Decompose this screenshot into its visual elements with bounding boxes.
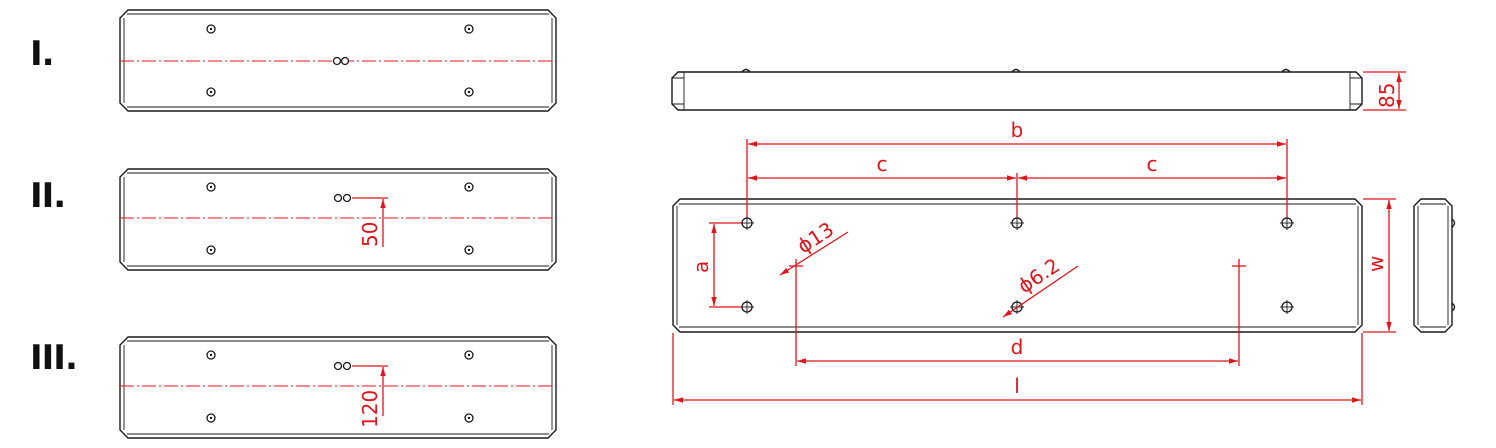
variant-label-1: I. [30, 34, 55, 74]
small-hole-diameter-label: ϕ6.2 [1013, 253, 1064, 298]
mounting-hole [740, 216, 754, 230]
offset-dimension-label: 120 [358, 390, 382, 428]
cable-hole [342, 361, 352, 371]
side-view-outline [671, 71, 1363, 111]
variant-label-3: III. [30, 338, 78, 378]
offset-dimension-label: 50 [358, 222, 382, 247]
large-hole-leader [779, 231, 849, 276]
end-view-bevel [1417, 203, 1449, 328]
cable-hole [333, 193, 343, 203]
end-view-bolt-heads [1451, 218, 1456, 312]
variant-2-panel: 50 [119, 168, 558, 271]
mounting-hole [1010, 216, 1024, 230]
variant-1-panel [119, 9, 558, 112]
panel-outline [119, 336, 557, 439]
end-view-outline [1413, 198, 1453, 333]
end-view [1413, 198, 1456, 333]
front-view: b c c a ϕ13 ϕ6.2 w d l [672, 118, 1396, 405]
small-hole-leader [1002, 265, 1079, 318]
side-view-bolt-heads [741, 68, 1291, 73]
panel-outline [119, 168, 557, 271]
panel-bevel [123, 13, 553, 108]
d-dimension-label: d [1011, 335, 1024, 359]
cable-hole [340, 56, 350, 66]
mounting-hole [740, 300, 754, 314]
a-dimension-label: a [689, 261, 713, 273]
c-right-dimension-label: c [1147, 152, 1158, 176]
hole-marker [1232, 259, 1246, 273]
panel-bevel [123, 340, 553, 435]
cable-hole [342, 193, 352, 203]
side-view: 85 [671, 68, 1406, 111]
variant-3-panel: 120 [119, 336, 558, 439]
variant-label-2: II. [30, 176, 66, 216]
height-dimension-label: 85 [1375, 83, 1399, 108]
b-dimension-label: b [1011, 118, 1024, 142]
mounting-hole [1280, 300, 1294, 314]
l-dimension-label: l [1014, 374, 1020, 398]
mounting-hole [1280, 216, 1294, 230]
front-view-outline [672, 198, 1363, 333]
w-dimension-label: w [1364, 256, 1388, 272]
cable-hole [332, 56, 342, 66]
side-view-bevel [672, 72, 1362, 110]
hole-marker [789, 259, 803, 273]
cable-hole [333, 361, 343, 371]
panel-outline [119, 9, 557, 112]
panel-bevel [123, 172, 553, 267]
c-left-dimension-label: c [877, 152, 888, 176]
